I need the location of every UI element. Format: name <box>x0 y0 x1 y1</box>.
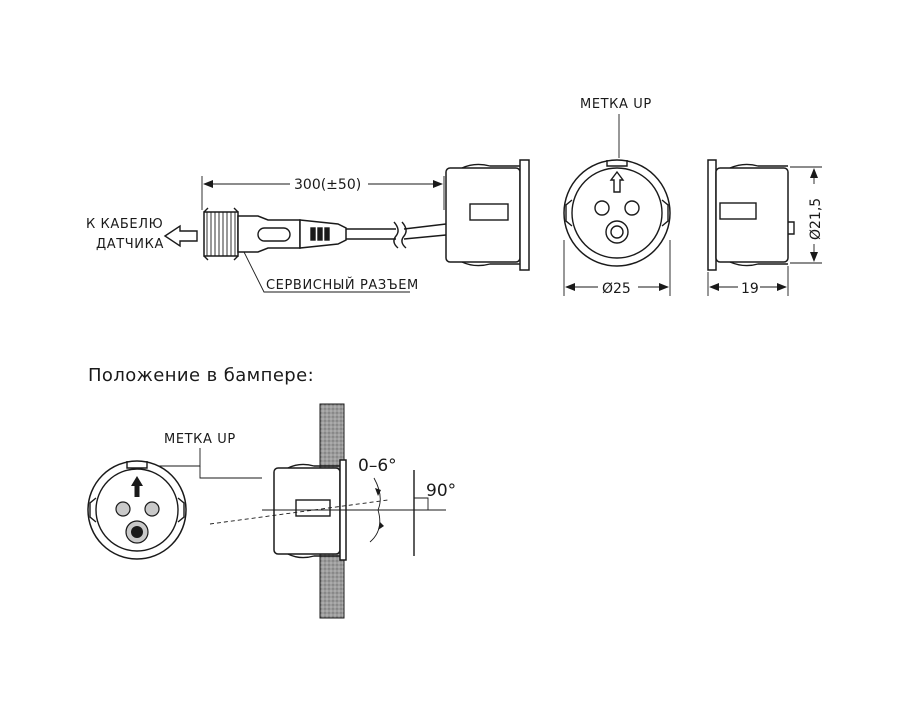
tilt-angle-label: 0–6° <box>358 456 397 476</box>
pin-right <box>624 200 640 216</box>
sensor-front-view-top: МЕТКА UP Ø25 <box>563 97 671 297</box>
pin-left <box>594 200 610 216</box>
service-connector-leader <box>243 251 410 293</box>
service-connector-label: СЕРВИСНЫЙ РАЗЪЕМ <box>266 277 419 293</box>
diameter-21-5-label: Ø21,5 <box>808 198 824 240</box>
threaded-connector <box>203 207 239 261</box>
service-connector-body <box>237 215 301 253</box>
cable-boot <box>299 219 347 249</box>
up-arrow-icon-filled <box>131 476 143 497</box>
diameter-25-label: Ø25 <box>602 281 631 297</box>
sensor-side-view-right: Ø21,5 19 <box>707 159 825 297</box>
up-mark-label-bottom: МЕТКА UP <box>164 432 236 447</box>
tilt-axis <box>209 499 389 525</box>
depth-19-label: 19 <box>741 281 759 297</box>
sensor-side-body-top <box>445 159 530 271</box>
cable <box>346 228 396 240</box>
cable-length-label: 300(±50) <box>294 177 361 193</box>
direction-arrow-icon <box>163 224 198 248</box>
up-mark-label-top: МЕТКА UP <box>580 97 652 112</box>
to-sensor-cable-label-2: ДАТЧИКА <box>96 237 164 252</box>
connector-window <box>257 227 291 242</box>
to-sensor-cable-label-1: К КАБЕЛЮ <box>86 217 163 232</box>
up-arrow-icon <box>609 170 625 193</box>
sensor-in-bumper: 0–6° 90° <box>209 403 456 619</box>
cable-side-view: К КАБЕЛЮ ДАТЧИКА <box>86 159 530 293</box>
side-window <box>469 203 509 221</box>
sensor-front-view-bottom: МЕТКА UP <box>87 432 262 560</box>
boot-ribs <box>310 227 330 241</box>
pin-center <box>605 220 629 244</box>
bumper-position-heading: Положение в бампере: <box>88 365 314 386</box>
right-angle-label: 90° <box>426 481 456 501</box>
